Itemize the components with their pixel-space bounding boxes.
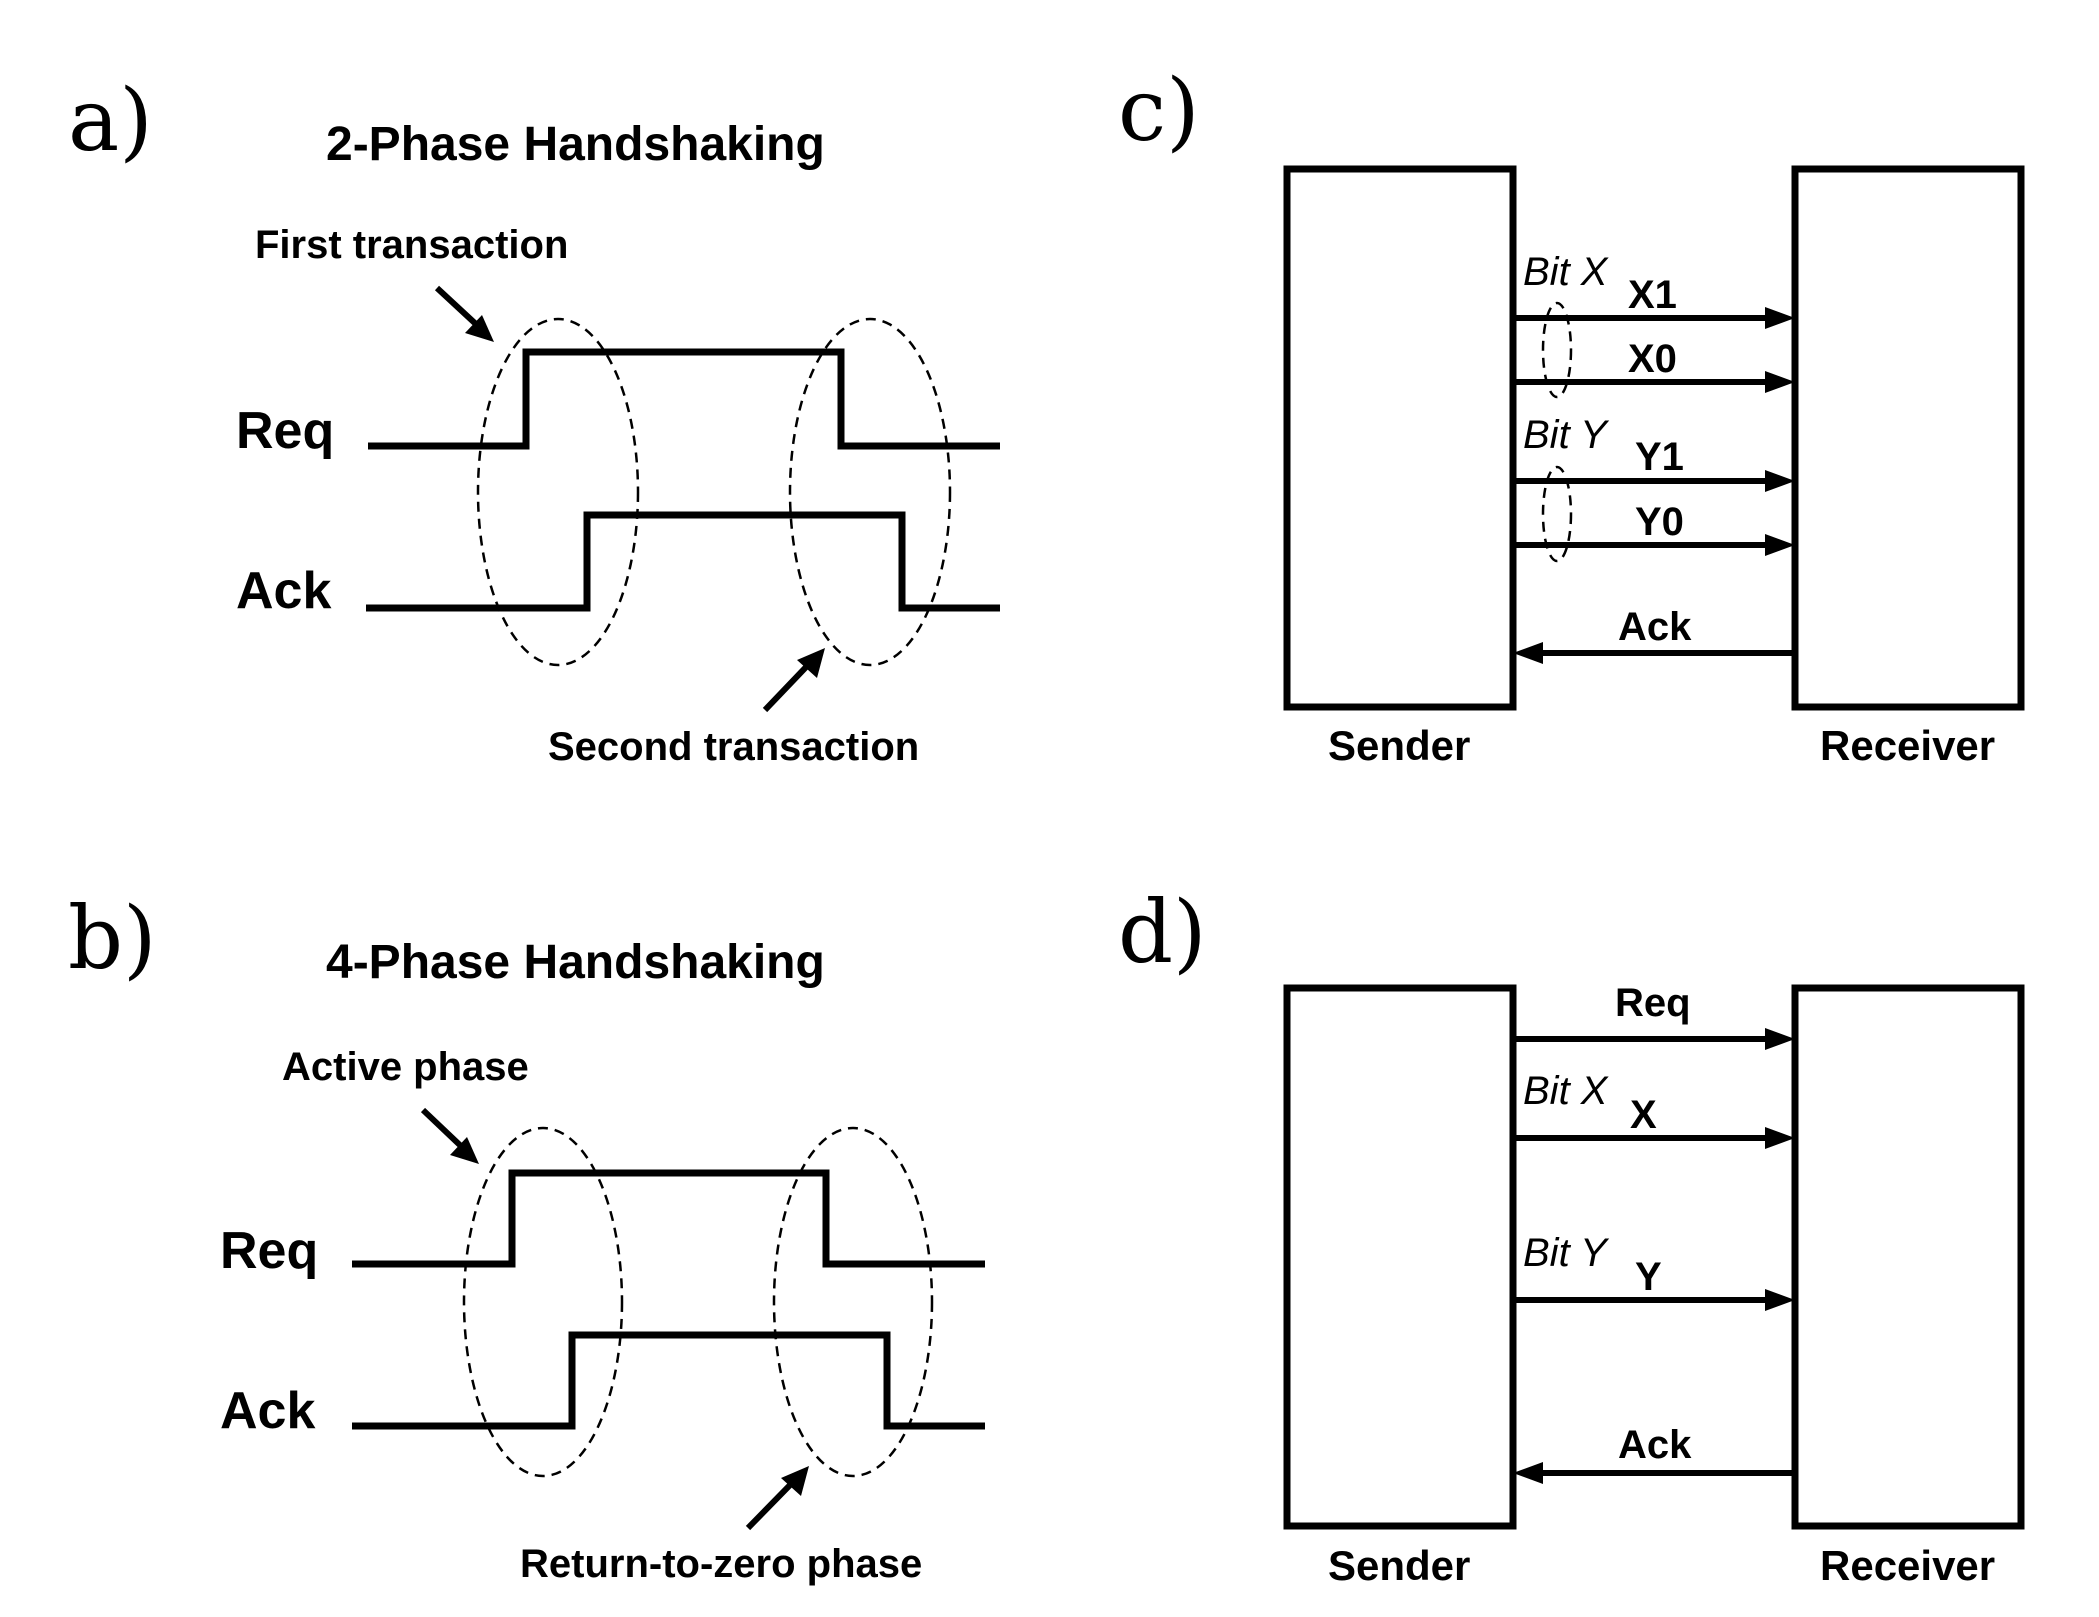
req-wire-d — [1513, 1028, 1795, 1050]
first-transaction-ellipse — [476, 317, 640, 667]
req-waveform-4phase — [352, 1169, 985, 1268]
sender-label-d: Sender — [1328, 1542, 1470, 1589]
y0-wire — [1513, 534, 1795, 556]
receiver-label-d: Receiver — [1820, 1542, 1995, 1589]
active-phase-ellipse — [462, 1126, 624, 1478]
panel-a: a) 2-Phase Handshaking First transaction… — [68, 71, 1000, 769]
ack-wire-d — [1513, 1462, 1795, 1484]
panel-d-letter: d) — [1118, 883, 1207, 983]
ack-label-c: Ack — [1618, 605, 1692, 649]
ack-wire-c — [1513, 642, 1795, 664]
return-to-zero-arrow — [745, 1466, 809, 1531]
sender-label: Sender — [1328, 722, 1470, 769]
ack-waveform — [366, 511, 1000, 612]
receiver-label: Receiver — [1820, 722, 1995, 769]
ack-signal-label-4phase: Ack — [220, 1382, 315, 1440]
ack-label-d: Ack — [1618, 1423, 1692, 1467]
active-phase-arrow — [420, 1107, 479, 1164]
panel-d: d) Req Bit X X Bit Y Y Ack Sender Receiv… — [1118, 883, 2025, 1589]
second-transaction-ellipse — [788, 317, 952, 667]
ack-signal-label: Ack — [236, 562, 331, 620]
panel-b-title: 4-Phase Handshaking — [326, 936, 825, 989]
second-transaction-arrow — [762, 648, 825, 713]
receiver-box — [1791, 165, 2025, 711]
active-phase-label: Active phase — [282, 1045, 529, 1089]
return-to-zero-label: Return-to-zero phase — [520, 1542, 922, 1586]
x1-label: X1 — [1628, 273, 1677, 317]
panel-a-letter: a) — [68, 71, 153, 171]
first-transaction-arrow — [434, 285, 494, 342]
sender-box-d — [1283, 984, 1517, 1530]
return-to-zero-ellipse — [772, 1126, 934, 1478]
y-label-d: Y — [1635, 1255, 1662, 1299]
panel-c: c) Bit X X1 X0 Bit Y Y1 Y0 Ack — [1118, 61, 2025, 769]
y-wire-d — [1513, 1289, 1795, 1311]
x1-wire — [1513, 307, 1795, 329]
req-label-d: Req — [1615, 981, 1691, 1025]
x-wire-d — [1513, 1127, 1795, 1149]
y0-label: Y0 — [1635, 500, 1684, 544]
ack-waveform-4phase — [352, 1331, 985, 1430]
req-waveform — [368, 348, 1000, 450]
req-signal-label: Req — [236, 402, 334, 460]
panel-a-title: 2-Phase Handshaking — [326, 118, 825, 171]
bit-y-label: Bit Y — [1523, 413, 1610, 457]
x0-label: X0 — [1628, 337, 1677, 381]
req-signal-label-4phase: Req — [220, 1222, 318, 1280]
bit-y-label-d: Bit Y — [1523, 1231, 1610, 1275]
y1-wire — [1513, 470, 1795, 492]
x0-wire — [1513, 371, 1795, 393]
bit-x-label: Bit X — [1523, 250, 1609, 294]
panel-b: b) 4-Phase Handshaking Active phase Req … — [68, 889, 985, 1586]
x-label-d: X — [1630, 1093, 1657, 1137]
receiver-box-d — [1791, 984, 2025, 1530]
second-transaction-label: Second transaction — [548, 725, 919, 769]
sender-box — [1283, 165, 1517, 711]
bit-x-pair-ellipse — [1541, 301, 1573, 399]
first-transaction-label: First transaction — [255, 223, 568, 267]
bit-x-label-d: Bit X — [1523, 1069, 1609, 1113]
bit-y-pair-ellipse — [1541, 465, 1573, 563]
y1-label: Y1 — [1635, 435, 1684, 479]
panel-b-letter: b) — [68, 889, 157, 989]
panel-c-letter: c) — [1118, 61, 1200, 161]
